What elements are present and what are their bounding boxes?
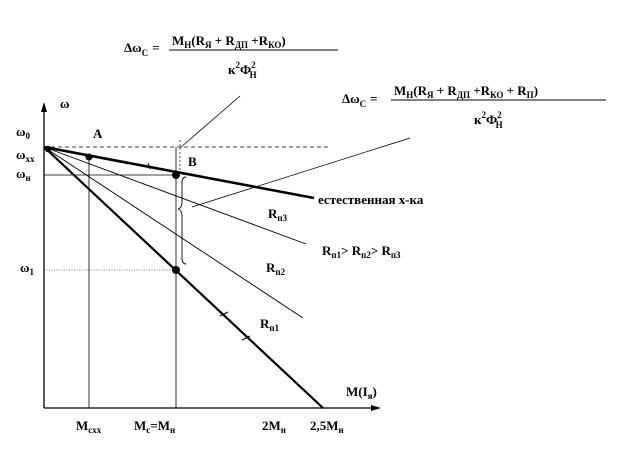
rp1-tick-mark-1 — [219, 311, 229, 317]
point-a-dot — [85, 153, 93, 161]
rp1-tick-mark-2 — [241, 335, 251, 341]
rp2-label: Rп2 — [266, 260, 286, 277]
rp1-characteristic-line — [43, 146, 324, 409]
y-axis-label: ω — [60, 96, 70, 111]
resistance-relation-label: Rп1> Rп2> Rп3 — [322, 243, 401, 260]
y-axis-arrow — [41, 102, 47, 112]
x-axis-arrow — [371, 405, 381, 411]
formula2-leader-line — [191, 137, 411, 208]
x-axis-label: M(Iя) — [346, 384, 377, 401]
rp3-characteristic-line — [43, 146, 307, 245]
mcxx-label: Mcxx — [76, 418, 102, 435]
point-b-label: B — [188, 154, 197, 169]
omega1-label: ω1 — [20, 260, 35, 277]
formula1-leader-line — [179, 95, 241, 149]
omegaxx-label: ωхх — [16, 147, 35, 164]
formula1-numerator: MН(RЯ + RДП +RКО) — [172, 33, 286, 50]
natural-characteristic-label: естественная х-ка — [318, 192, 424, 207]
point-omega1-dot — [172, 266, 180, 274]
twofive-mn-label: 2,5Mн — [310, 418, 344, 435]
point-origin-dot — [44, 145, 52, 153]
delta-brace — [177, 176, 187, 265]
point-b-dot — [172, 171, 180, 179]
omega0-label: ω0 — [16, 124, 31, 141]
rp2-characteristic-line — [43, 146, 304, 319]
formula1-lhs: ΔωC= — [124, 40, 160, 58]
formula2-lhs: ΔωC= — [342, 91, 378, 109]
mc-label: Mc=Mн — [134, 418, 175, 435]
omegan-label: ωн — [16, 166, 31, 183]
natural-tick-mark — [147, 162, 151, 170]
formula2-numerator: MН(RЯ + RДП +RКО + RП) — [394, 83, 538, 100]
rp1-label: Rп1 — [260, 316, 280, 333]
two-mn-label: 2Mн — [262, 418, 286, 435]
rp3-label: Rп3 — [268, 206, 288, 223]
point-a-label: A — [93, 126, 103, 141]
